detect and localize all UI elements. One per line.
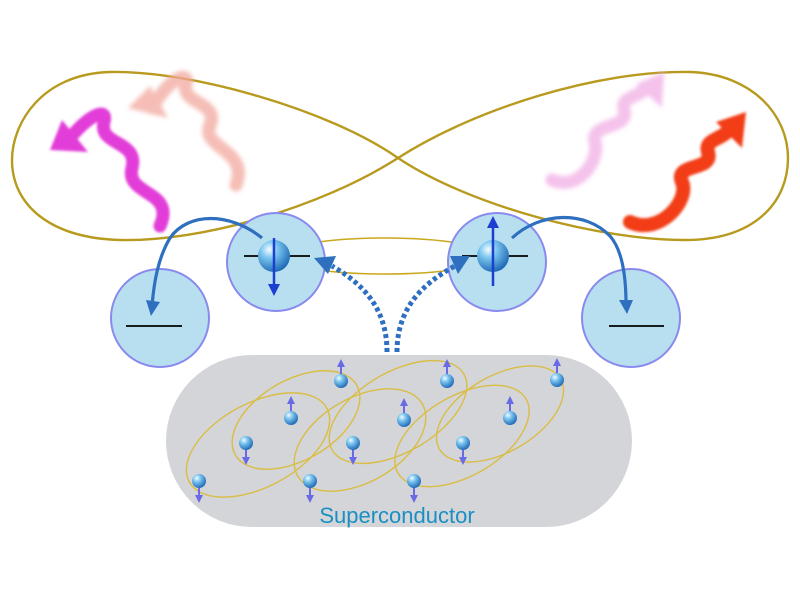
- left-empty-dot: [110, 268, 210, 368]
- electron-transfer-arrows: [146, 215, 633, 316]
- tunneling-arrow-right: [394, 263, 457, 353]
- quantum-dots: [110, 212, 681, 368]
- right-back-photon: [545, 72, 664, 189]
- cooper-pair-ring: [293, 388, 427, 492]
- right-empty-dot: [581, 268, 681, 368]
- spin-down-arrow-icon: [306, 495, 314, 503]
- superconductor-electrons: [192, 358, 564, 503]
- cooper-pair-ring: [185, 392, 331, 498]
- cooper-electron: [239, 436, 253, 465]
- left-front-photon: [50, 107, 170, 233]
- cooper-pair-ring: [394, 384, 530, 488]
- cooper-electron: [303, 474, 317, 503]
- left-transfer-arrow: [150, 217, 264, 307]
- right-transfer-arrow: [510, 215, 628, 305]
- cooper-electron: [503, 396, 517, 425]
- superconductor-label: Superconductor: [319, 503, 474, 528]
- superconductor-region: [166, 355, 632, 527]
- right-spin-up-dot: [447, 212, 547, 312]
- cooper-electron: [346, 436, 360, 465]
- cooper-electron: [456, 436, 470, 465]
- cooper-electron: [192, 474, 206, 503]
- spin-up-arrow-icon: [287, 396, 295, 404]
- tunneling-arrow-left: [330, 263, 390, 353]
- cooper-electron: [407, 474, 421, 503]
- cooper-pair-ring: [328, 359, 468, 465]
- cooper-pair-tunneling-arrows: [330, 263, 457, 353]
- spin-up-arrow-icon: [337, 359, 345, 367]
- spin-down-arrow-icon: [195, 495, 203, 503]
- left-spin-down-dot: [226, 212, 326, 312]
- photons: [50, 70, 746, 233]
- cooper-electron: [397, 398, 411, 427]
- left-back-photon: [128, 70, 245, 192]
- spin-up-arrow-icon: [443, 359, 451, 367]
- right-front-photon: [623, 112, 746, 232]
- spin-up-arrow-icon: [506, 396, 514, 404]
- cooper-pair-rings: [185, 359, 565, 498]
- cooper-electron: [550, 358, 564, 387]
- spin-down-arrow-icon: [410, 495, 418, 503]
- tunneling-arrowhead-left: [314, 256, 336, 274]
- tunneling-arrowhead-right: [450, 256, 470, 274]
- entanglement-figure-eight-loop: [10, 70, 790, 242]
- spin-up-arrow-icon: [553, 358, 561, 366]
- spin-down-arrow-icon: [242, 457, 250, 465]
- cooper-electron: [334, 359, 348, 388]
- cooper-pair-ring: [231, 370, 361, 470]
- spin-down-arrow-icon: [459, 457, 467, 465]
- cooper-electron: [440, 359, 454, 388]
- cooper-electron: [284, 396, 298, 425]
- spin-up-arrow-icon: [400, 398, 408, 406]
- spin-down-arrow-icon: [349, 457, 357, 465]
